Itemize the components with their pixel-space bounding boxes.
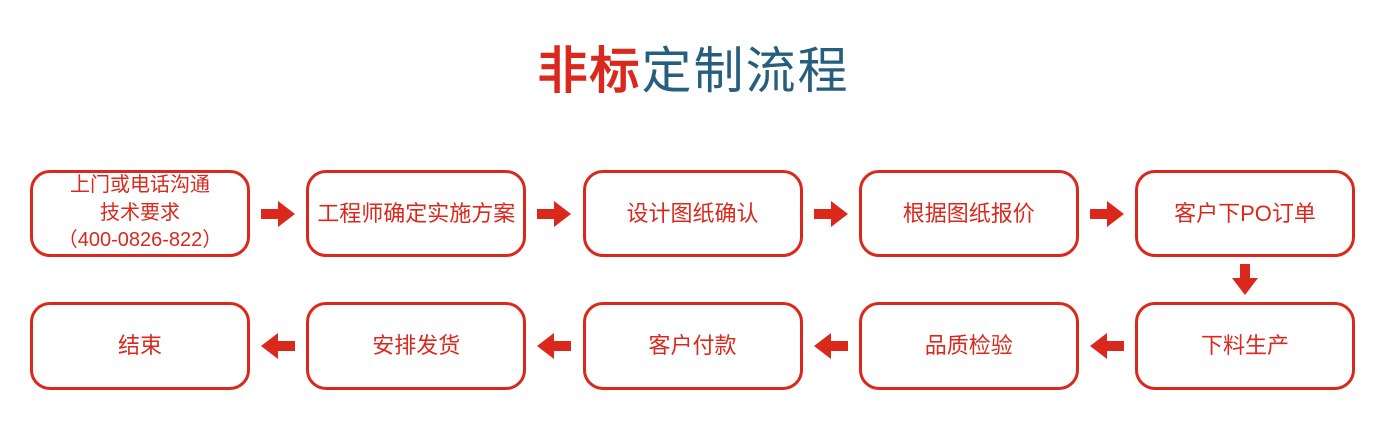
arrow-down-wrap [1230, 264, 1260, 295]
flow-row-bottom: 结束 安排发货 客户付款 品质检验 下料生产 [30, 302, 1355, 390]
flow-step-label: 客户下PO订单 [1174, 200, 1316, 226]
flow-step-engineer-plan: 工程师确定实施方案 [306, 170, 527, 257]
flow-step-quality-inspection: 品质检验 [858, 302, 1079, 390]
flow-step-label: 安排发货 [372, 333, 461, 359]
arrow-down-icon [1232, 264, 1258, 295]
flow-step-drawing-confirm: 设计图纸确认 [582, 170, 803, 257]
flow-step-customer-payment: 客户付款 [582, 302, 803, 390]
page-title-rest: 定制流程 [641, 43, 850, 99]
flow-step-label: 根据图纸报价 [902, 200, 1035, 226]
flow-step-label: 结束 [117, 333, 162, 359]
flow-step-label: 设计图纸确认 [626, 200, 759, 226]
arrow-left-icon [1089, 333, 1124, 359]
flow-step-arrange-shipping: 安排发货 [306, 302, 527, 390]
flow-step-production: 下料生产 [1135, 302, 1355, 390]
page-title: 非标定制流程 [0, 44, 1387, 99]
arrow-right-icon [1089, 200, 1124, 227]
row-connector [30, 259, 1355, 300]
flow-step-label: 客户付款 [648, 333, 737, 359]
flow-step-quote: 根据图纸报价 [858, 170, 1079, 257]
arrow-left-icon [537, 333, 572, 359]
arrow-left-icon [261, 333, 296, 359]
page-title-highlight: 非标 [537, 43, 642, 99]
arrow-right-icon [537, 200, 572, 227]
arrow-right-icon [261, 200, 296, 227]
flow-row-top: 上门或电话沟通 技术要求 （400-0826-822） 工程师确定实施方案 设计… [30, 170, 1355, 257]
flow-step-label: 下料生产 [1200, 333, 1289, 359]
flow-step-contact: 上门或电话沟通 技术要求 （400-0826-822） [30, 170, 250, 257]
flow-step-label: 工程师确定实施方案 [317, 200, 516, 226]
flow-step-end: 结束 [30, 302, 250, 390]
arrow-right-icon [813, 200, 848, 227]
arrow-left-icon [813, 333, 848, 359]
flow-step-label: 上门或电话沟通 技术要求 （400-0826-822） [57, 174, 223, 252]
flow-step-po-order: 客户下PO订单 [1135, 170, 1355, 257]
flow-step-label: 品质检验 [924, 333, 1013, 359]
